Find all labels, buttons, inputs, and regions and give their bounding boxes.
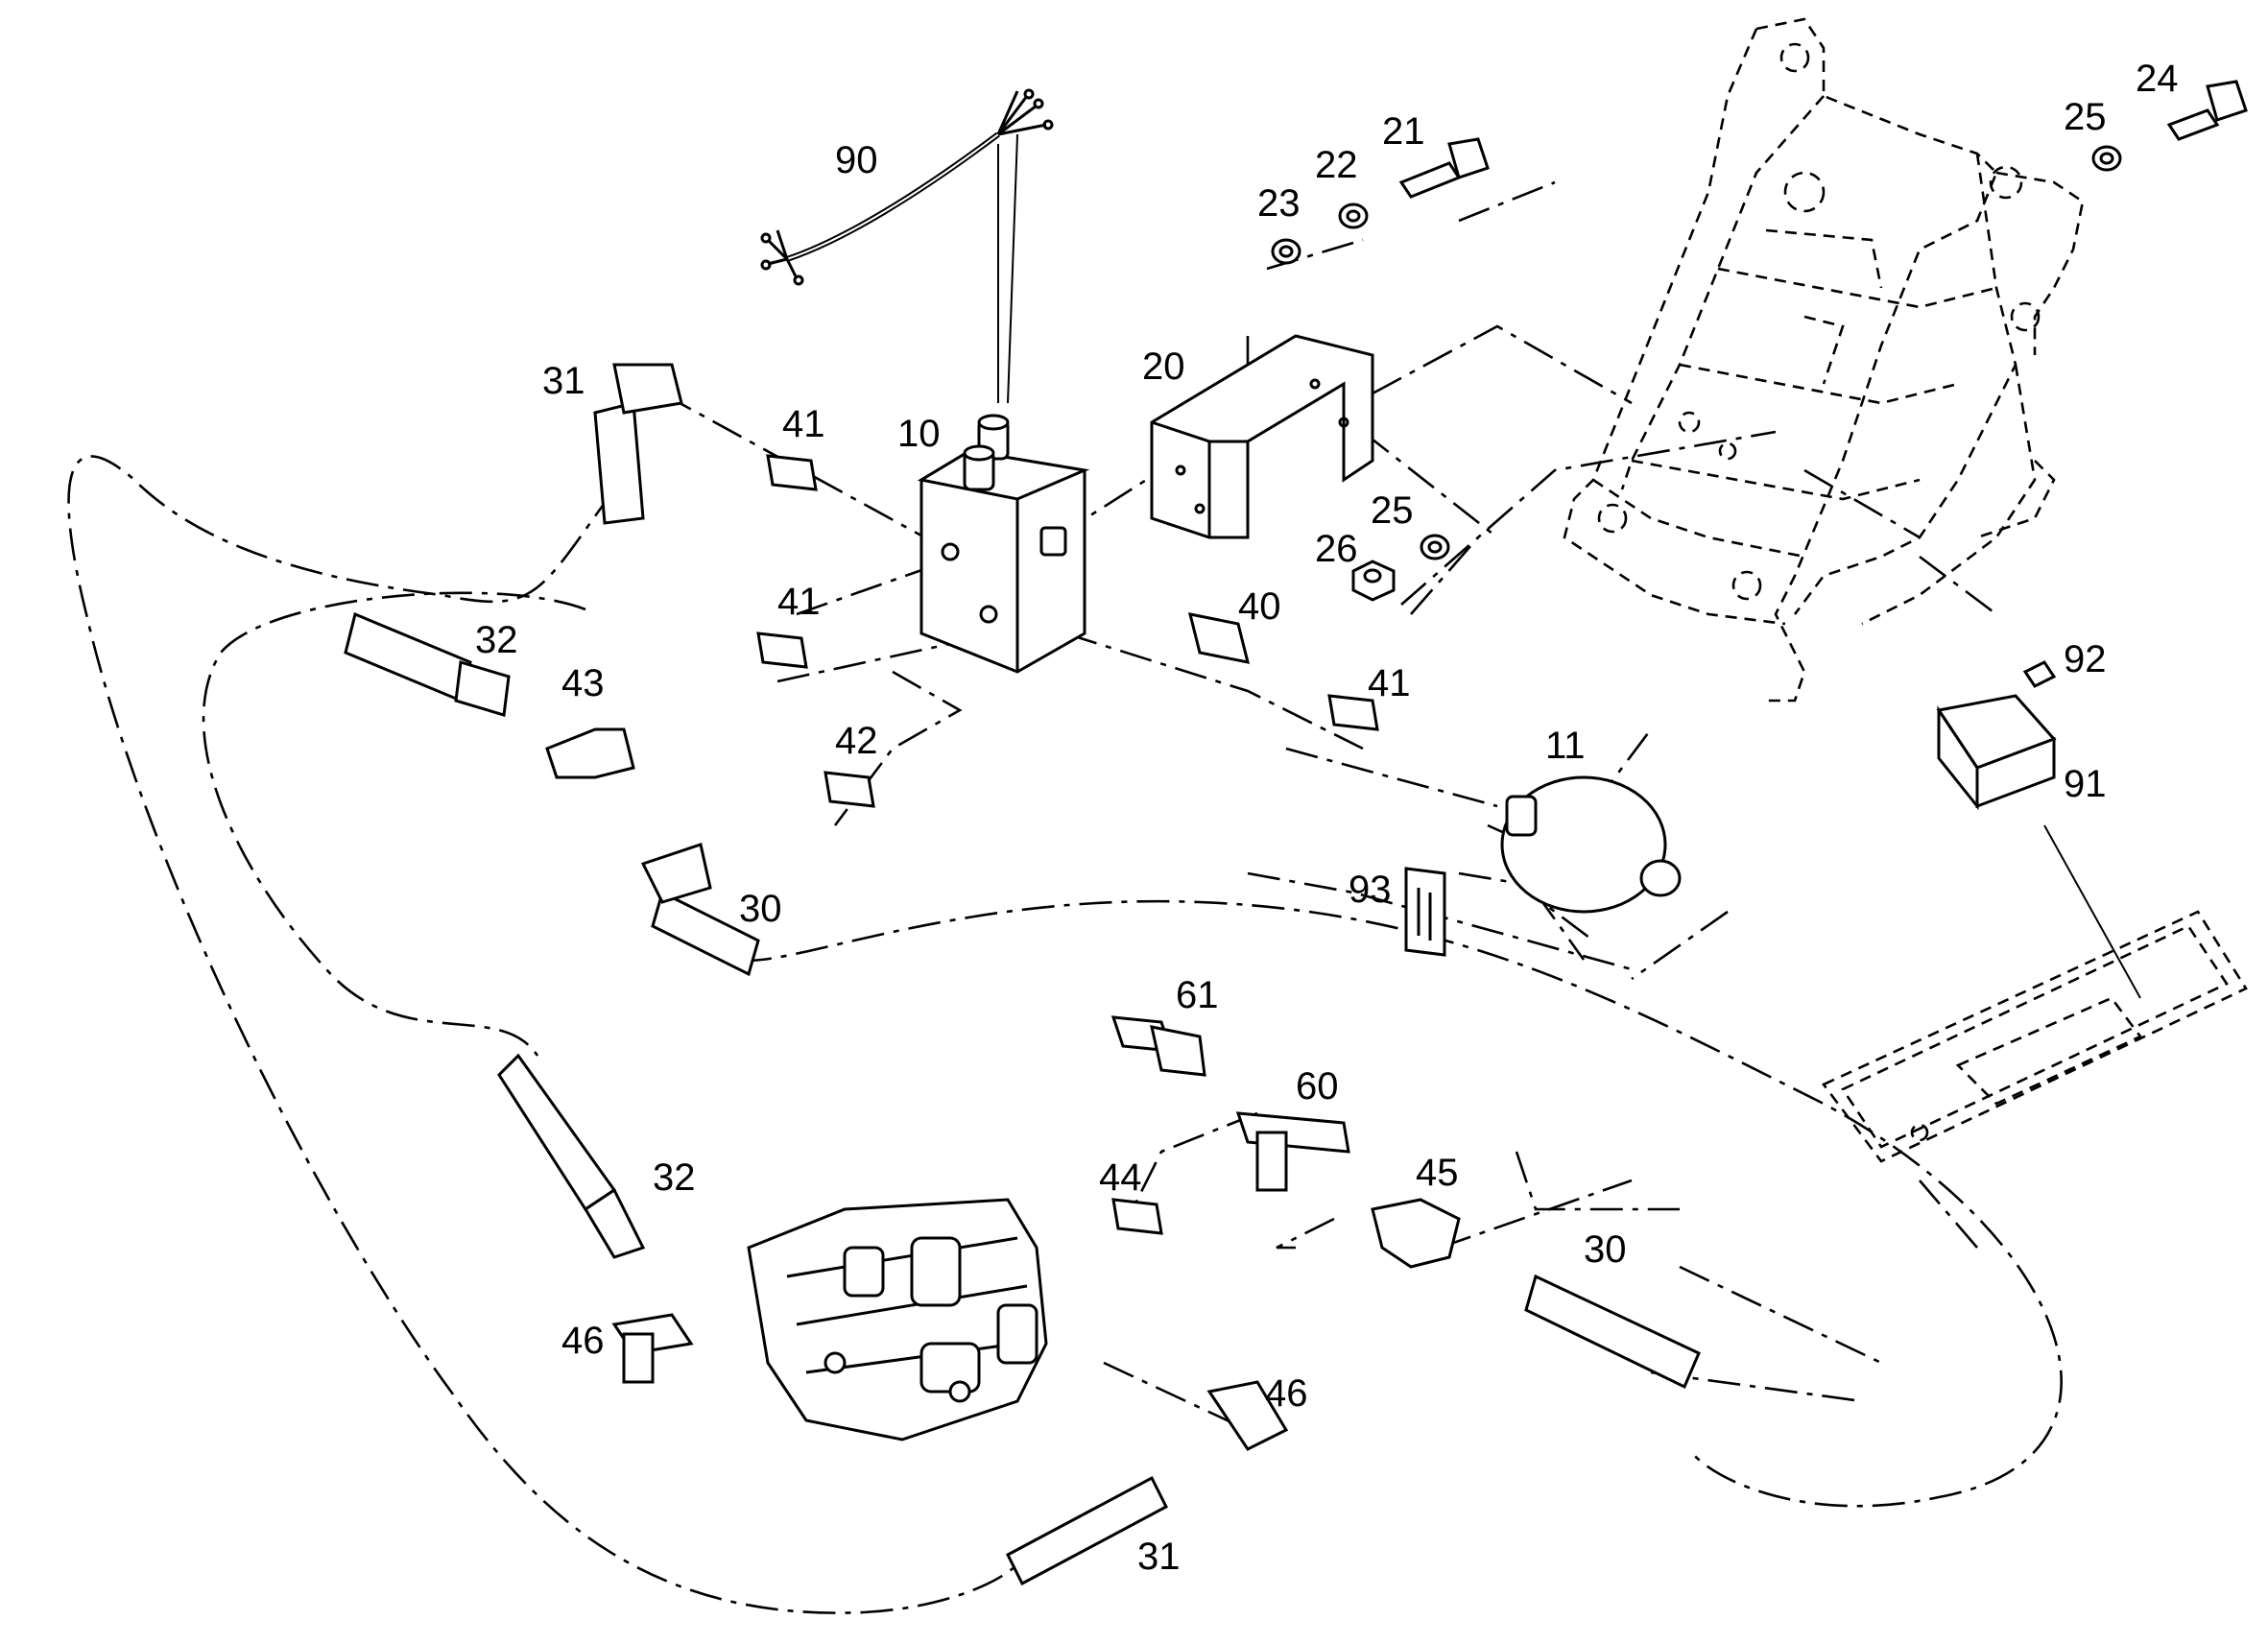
callout-labels: 90 31 41 10 20 23 22 21 25 24 25 26 41 4… bbox=[475, 58, 2179, 1578]
wiring-harness bbox=[760, 88, 1054, 286]
accumulator bbox=[1500, 775, 1682, 914]
callout-30-lower: 30 bbox=[1584, 1228, 1627, 1271]
callout-93: 93 bbox=[1349, 869, 1392, 911]
callout-25-top: 25 bbox=[2064, 96, 2107, 138]
rocker-switch bbox=[1936, 660, 2057, 811]
callout-21: 21 bbox=[1382, 110, 1425, 153]
callout-40: 40 bbox=[1238, 585, 1281, 628]
leader-lines bbox=[67, 180, 2063, 1614]
callout-26: 26 bbox=[1315, 528, 1358, 570]
callout-46-right: 46 bbox=[1265, 1372, 1308, 1415]
callout-41-top: 41 bbox=[782, 403, 825, 445]
mounting-plate bbox=[1821, 910, 2248, 1163]
solid-leaders bbox=[997, 133, 2141, 999]
control-valve-bank bbox=[747, 1198, 1048, 1441]
callout-31-top: 31 bbox=[542, 360, 585, 402]
valve-block bbox=[917, 414, 1090, 674]
callout-41-right: 41 bbox=[1368, 662, 1411, 704]
hoses bbox=[344, 363, 1701, 1586]
callout-30-middle: 30 bbox=[739, 888, 782, 930]
callout-11: 11 bbox=[1545, 725, 1586, 767]
callout-43: 43 bbox=[561, 662, 605, 704]
callout-45: 45 bbox=[1416, 1152, 1459, 1194]
callout-10: 10 bbox=[897, 413, 941, 455]
machine-frame bbox=[1563, 17, 2085, 703]
callout-24: 24 bbox=[2136, 58, 2179, 100]
callout-41-middle: 41 bbox=[777, 581, 821, 623]
fasteners bbox=[1271, 80, 2248, 602]
callout-31-lower: 31 bbox=[1137, 1536, 1181, 1578]
callout-42: 42 bbox=[835, 720, 878, 762]
callout-61: 61 bbox=[1176, 974, 1219, 1016]
callout-32-top: 32 bbox=[475, 619, 518, 661]
callout-44: 44 bbox=[1099, 1156, 1142, 1199]
callout-20: 20 bbox=[1142, 345, 1185, 388]
callout-91: 91 bbox=[2064, 763, 2107, 805]
fittings bbox=[545, 454, 1461, 1451]
callout-25-middle: 25 bbox=[1371, 489, 1414, 532]
callout-23: 23 bbox=[1257, 182, 1301, 225]
callout-90: 90 bbox=[835, 139, 878, 181]
callout-92: 92 bbox=[2064, 638, 2107, 680]
label-plate bbox=[1404, 867, 1446, 957]
callout-22: 22 bbox=[1315, 144, 1358, 186]
callout-32-lower: 32 bbox=[653, 1156, 696, 1199]
callout-60: 60 bbox=[1296, 1065, 1339, 1108]
mounting-bracket bbox=[1150, 334, 1374, 539]
callout-46-left: 46 bbox=[561, 1320, 605, 1362]
